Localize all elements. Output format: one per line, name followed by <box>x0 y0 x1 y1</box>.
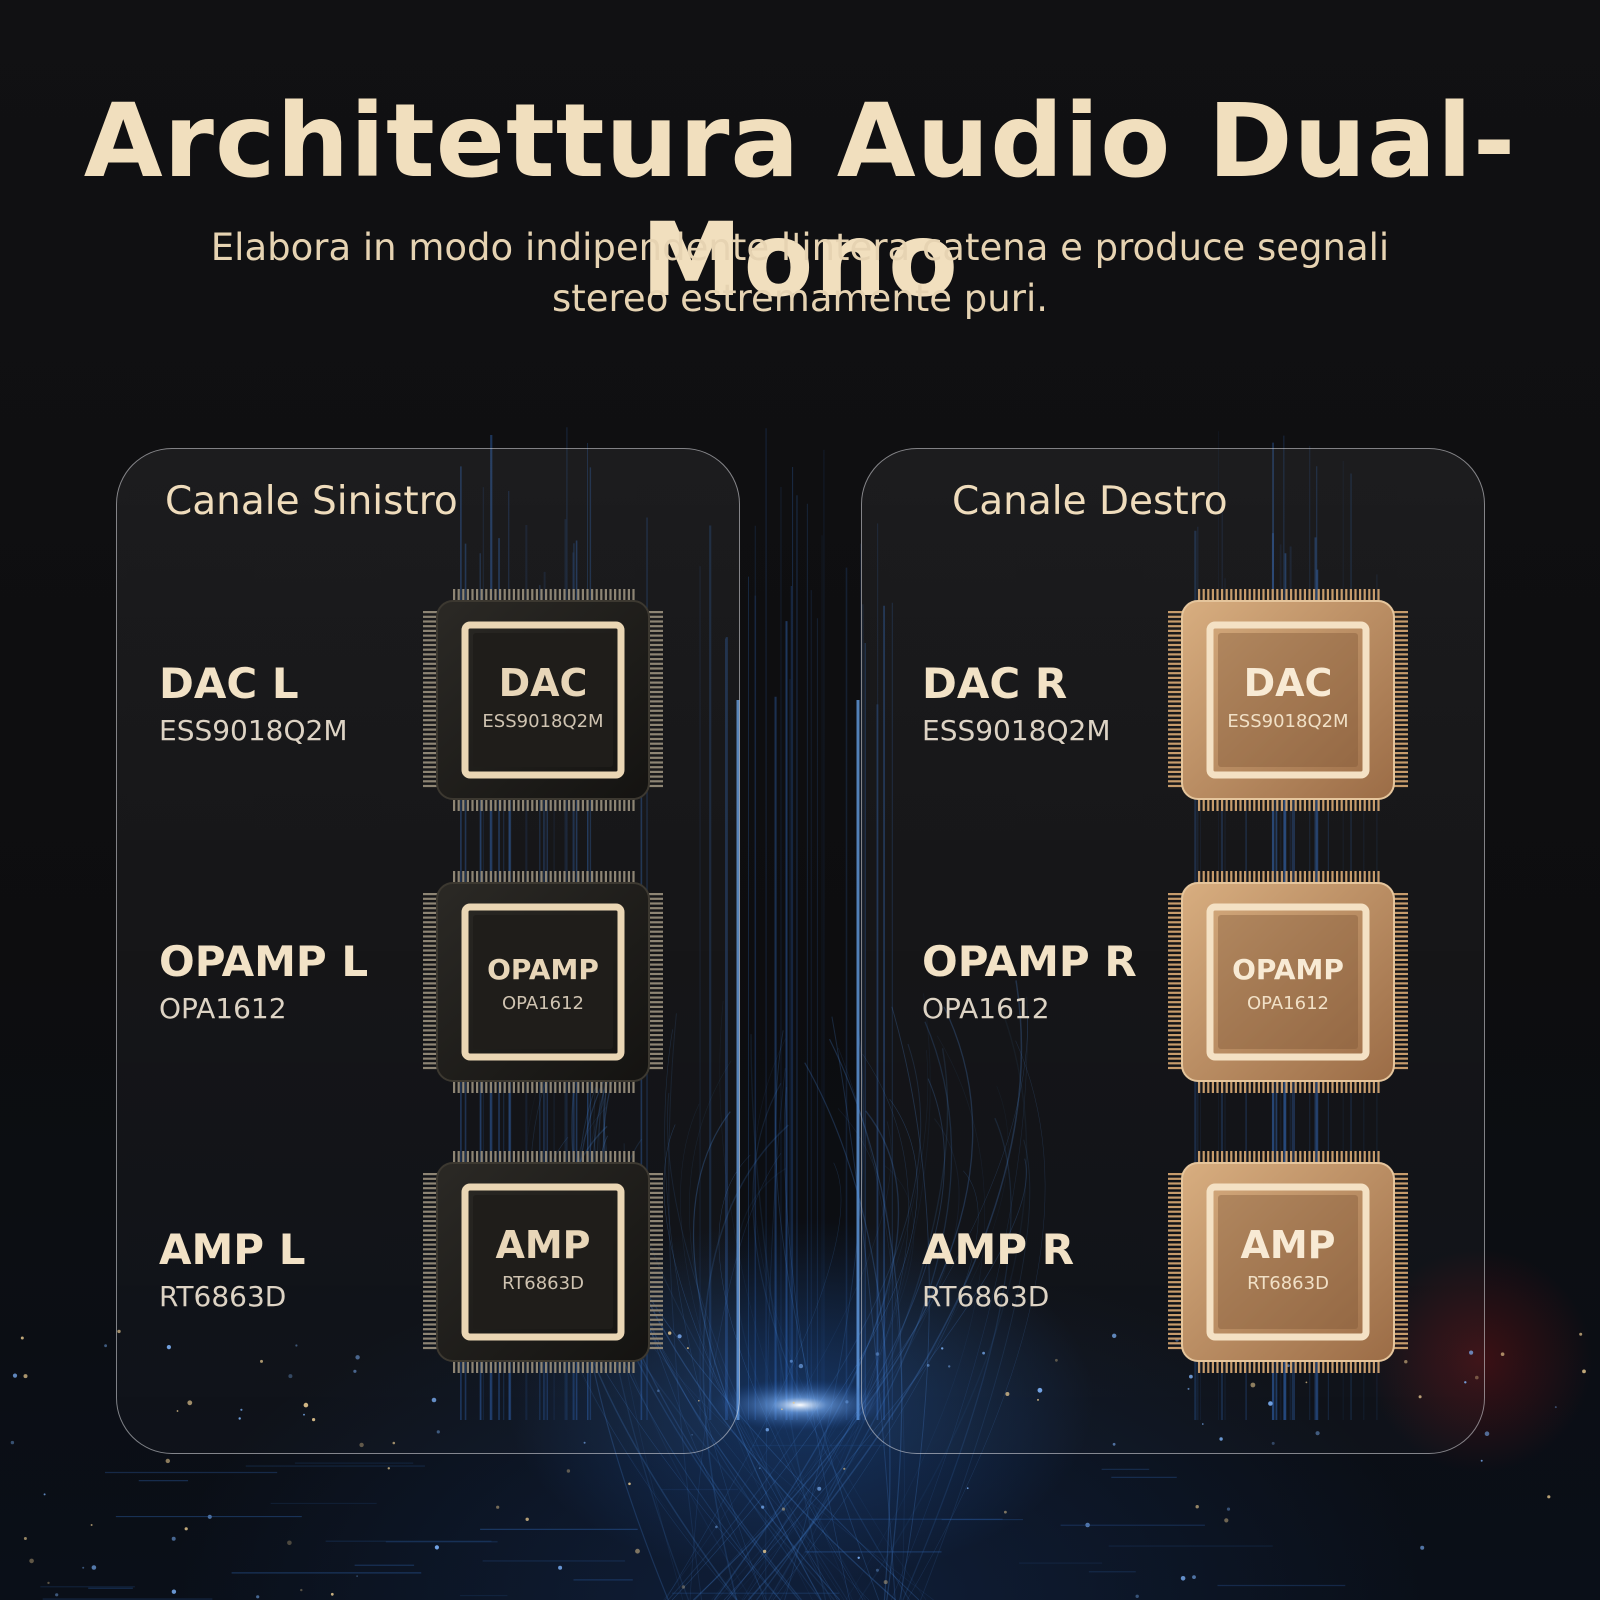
right-channel-panel: Canale Destro DAC R ESS9018Q2M OPAMP R O… <box>861 448 1485 1454</box>
left-channel-panel: Canale Sinistro DAC L ESS9018Q2M OPAMP L… <box>116 448 740 1454</box>
opamp-chip-icon: OPAMP OPA1612 <box>423 871 663 1093</box>
right-channel-title: Canale Destro <box>952 479 1228 524</box>
opamp-chip-icon: OPAMP OPA1612 <box>1168 871 1408 1093</box>
component-amp-left: AMP L RT6863D <box>159 1225 305 1317</box>
chip-part-label: RT6863D <box>502 1273 584 1294</box>
dac-chip-icon: DAC ESS9018Q2M <box>1168 589 1408 811</box>
chip-package-graphic <box>423 589 663 811</box>
component-opamp-left: OPAMP L OPA1612 <box>159 937 368 1029</box>
page-subtitle: Elabora in modo indipendente l'intera ca… <box>210 226 1390 320</box>
chip-package-graphic <box>1168 589 1408 811</box>
chip-label: AMP <box>495 1223 591 1267</box>
chip-label: DAC <box>1243 661 1333 705</box>
component-dac-left: DAC L ESS9018Q2M <box>159 659 348 751</box>
chip-label: AMP <box>1240 1223 1336 1267</box>
component-name: AMP L <box>159 1225 306 1274</box>
chip-package-graphic <box>1168 871 1408 1093</box>
component-part-number: OPA1612 <box>922 992 1050 1025</box>
chip-package-graphic <box>1168 1151 1408 1373</box>
component-part-number: ESS9018Q2M <box>922 714 1111 747</box>
chip-package-graphic <box>423 1151 663 1373</box>
amp-chip-icon: AMP RT6863D <box>423 1151 663 1373</box>
chip-part-label: OPA1612 <box>502 993 584 1014</box>
chip-part-label: RT6863D <box>1247 1273 1329 1294</box>
chip-package-graphic <box>423 871 663 1093</box>
chip-part-label: ESS9018Q2M <box>482 711 604 732</box>
component-part-number: OPA1612 <box>159 992 287 1025</box>
left-channel-title: Canale Sinistro <box>165 479 458 524</box>
component-name: DAC L <box>159 659 299 708</box>
component-name: AMP R <box>922 1225 1075 1274</box>
component-part-number: ESS9018Q2M <box>159 714 348 747</box>
component-name: OPAMP L <box>159 937 369 986</box>
dac-chip-icon: DAC ESS9018Q2M <box>423 589 663 811</box>
component-opamp-right: OPAMP R OPA1612 <box>922 937 1137 1029</box>
component-dac-right: DAC R ESS9018Q2M <box>922 659 1111 751</box>
chip-part-label: ESS9018Q2M <box>1227 711 1349 732</box>
component-part-number: RT6863D <box>159 1280 287 1313</box>
chip-part-label: OPA1612 <box>1247 993 1329 1014</box>
component-name: OPAMP R <box>922 937 1137 986</box>
chip-label: DAC <box>498 661 588 705</box>
component-name: DAC R <box>922 659 1068 708</box>
chip-label: OPAMP <box>487 953 599 986</box>
chip-label: OPAMP <box>1232 953 1344 986</box>
page-title: Architettura Audio Dual-Mono <box>83 82 1517 320</box>
component-part-number: RT6863D <box>922 1280 1050 1313</box>
component-amp-right: AMP R RT6863D <box>922 1225 1074 1317</box>
amp-chip-icon: AMP RT6863D <box>1168 1151 1408 1373</box>
